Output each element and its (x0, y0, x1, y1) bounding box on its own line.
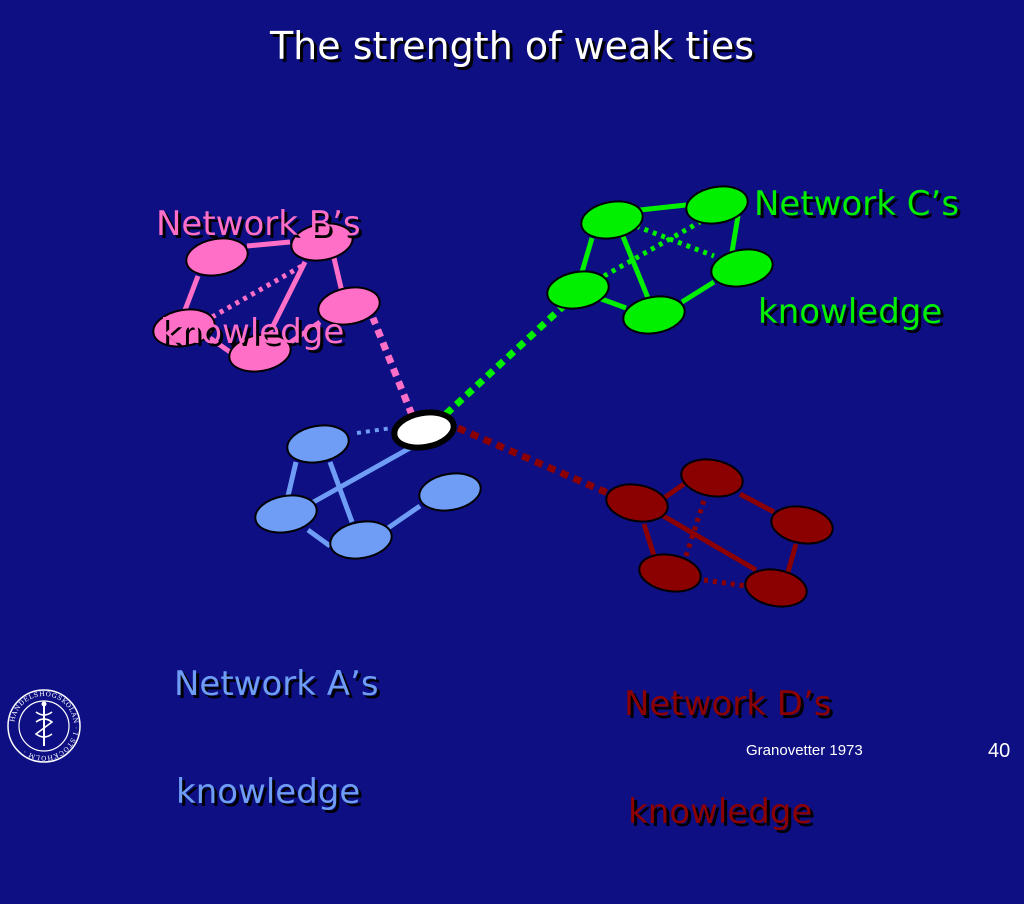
network-c-graph (546, 185, 774, 335)
network-c-edge (680, 279, 716, 305)
network-a-edge (327, 461, 355, 523)
network-b-graph (152, 222, 381, 373)
network-c-node (546, 270, 610, 310)
network-c-edge (729, 215, 741, 253)
network-b-label: Network B’s knowledge (156, 134, 361, 422)
network-b-node (290, 222, 354, 262)
network-d-node (605, 483, 669, 523)
network-d-label-line1: Network D’s (624, 684, 832, 724)
network-c-node (710, 248, 774, 288)
network-d-edge (683, 493, 709, 557)
network-c-label: Network C’s knowledge (754, 114, 959, 402)
network-b-label-line1: Network B’s (156, 204, 361, 244)
network-c-node (622, 295, 686, 335)
tie-to-network-a (356, 426, 393, 435)
network-d-edge (658, 511, 758, 573)
network-a-label: Network A’s knowledge (174, 594, 379, 882)
network-a-label-line2: knowledge (176, 772, 361, 812)
network-b-edge (246, 239, 291, 249)
network-b-node (152, 308, 216, 348)
network-b-node (317, 286, 381, 326)
network-a-node (286, 424, 350, 464)
network-d-node (744, 568, 808, 608)
slide-title: The strength of weak ties (269, 24, 755, 68)
network-a-edge (306, 527, 332, 549)
weak-tie-to-network-b (369, 316, 416, 417)
network-a-node (329, 520, 393, 560)
network-b-edge (331, 257, 345, 293)
network-c-label-line2: knowledge (758, 292, 943, 332)
network-c-edge (639, 202, 687, 213)
citation: Granovetter 1973 (746, 742, 863, 759)
network-a-node (254, 494, 318, 534)
network-d-node (680, 458, 744, 498)
network-diagram (152, 185, 834, 608)
network-b-label-line2: knowledge (160, 312, 345, 352)
network-d-graph (605, 458, 834, 608)
bridge-node (391, 409, 457, 451)
network-c-label-line1: Network C’s (754, 184, 960, 224)
weak-tie-to-network-c (443, 297, 573, 417)
network-d-edge (662, 481, 686, 501)
page-number: 40 (988, 740, 1011, 762)
network-a-edge (308, 445, 412, 507)
network-c-node (685, 185, 749, 225)
network-a-label-line1: Network A’s (174, 664, 379, 704)
network-d-node (770, 505, 834, 545)
network-b-edge (265, 260, 308, 338)
network-b-edge (182, 275, 201, 311)
network-d-edge (641, 523, 657, 557)
slide: The strength of weak ties Network B’s kn… (7, 24, 1011, 830)
weak-ties (356, 297, 612, 498)
network-b-node (185, 237, 249, 277)
network-d-edge (785, 543, 799, 573)
network-b-node (228, 333, 292, 373)
network-c-edge (635, 223, 715, 259)
network-a-node (418, 472, 482, 512)
network-d-label-line2: knowledge (628, 792, 813, 832)
school-seal-logo: HANDELSHÖGSKOLAN · I STOCKHOLM · (7, 689, 81, 763)
network-a-graph (254, 424, 482, 560)
network-b-edge (208, 335, 232, 355)
network-d-edge (738, 491, 776, 515)
network-d-edge (703, 577, 747, 589)
network-c-edge (619, 233, 651, 299)
network-c-node (580, 200, 644, 240)
network-b-edge (286, 319, 322, 347)
network-d-node (638, 553, 702, 593)
network-a-edge (386, 503, 422, 531)
network-c-edge (602, 219, 702, 279)
network-c-edge (579, 237, 595, 273)
network-a-edge (285, 461, 299, 497)
